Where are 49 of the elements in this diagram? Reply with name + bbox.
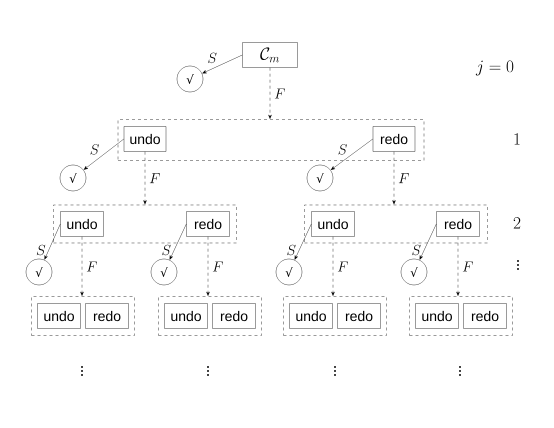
arrow	[206, 236, 210, 296]
edge-label: $F$	[212, 262, 223, 272]
ellipsis-dots: $\vdots$	[334, 366, 336, 376]
action-box: undo	[311, 211, 355, 237]
edge-label: $F$	[274, 88, 285, 98]
action-box: redo	[212, 303, 256, 329]
action-box: redo	[85, 303, 129, 329]
action-box: undo	[164, 303, 208, 329]
action-box: redo	[372, 126, 416, 152]
edge-label: $S$	[287, 244, 296, 256]
arrow	[268, 68, 272, 119]
arrow	[331, 236, 335, 296]
edge-label: $F$	[462, 262, 473, 272]
formula-box: $\mathcal{C}_m$	[242, 42, 298, 68]
action-box: redo	[337, 303, 381, 329]
ellipsis-dots: $\vdots$	[81, 366, 83, 376]
level-label: $1$	[514, 133, 520, 145]
action-box: redo	[463, 303, 507, 329]
arrow	[420, 224, 436, 260]
edge-label: $S$	[36, 244, 46, 256]
arrow	[84, 138, 124, 170]
ellipsis-dots: $\vdots$	[207, 366, 209, 376]
edge-label: $F$	[398, 173, 409, 184]
ellipsis-dots: $\vdots$	[517, 260, 519, 270]
edge-label: $S$	[162, 244, 171, 256]
action-box: undo	[37, 303, 81, 329]
arrow	[80, 236, 84, 296]
edge-label: $S$	[412, 244, 421, 256]
action-box: undo	[60, 211, 104, 237]
ellipsis-dots: $\vdots$	[459, 366, 461, 376]
arrow	[392, 152, 396, 204]
arrow	[202, 54, 242, 74]
arrow	[456, 236, 460, 296]
action-box: undo	[415, 303, 459, 329]
arrow	[170, 224, 186, 260]
edge-label: $S$	[338, 144, 347, 155]
edge-label: $S$	[90, 144, 99, 155]
edge-label: $S$	[208, 52, 217, 64]
action-box: redo	[186, 211, 230, 237]
action-box: undo	[124, 126, 166, 152]
action-box: redo	[436, 211, 480, 237]
arrow	[330, 138, 373, 170]
level-label: $j = 0$	[476, 60, 514, 76]
level-label: $2$	[514, 217, 520, 229]
edge-label: $F$	[150, 173, 160, 184]
action-box: undo	[289, 303, 333, 329]
edge-label: $F$	[86, 262, 97, 272]
edge-label: $F$	[338, 262, 348, 272]
arrow	[143, 152, 147, 204]
